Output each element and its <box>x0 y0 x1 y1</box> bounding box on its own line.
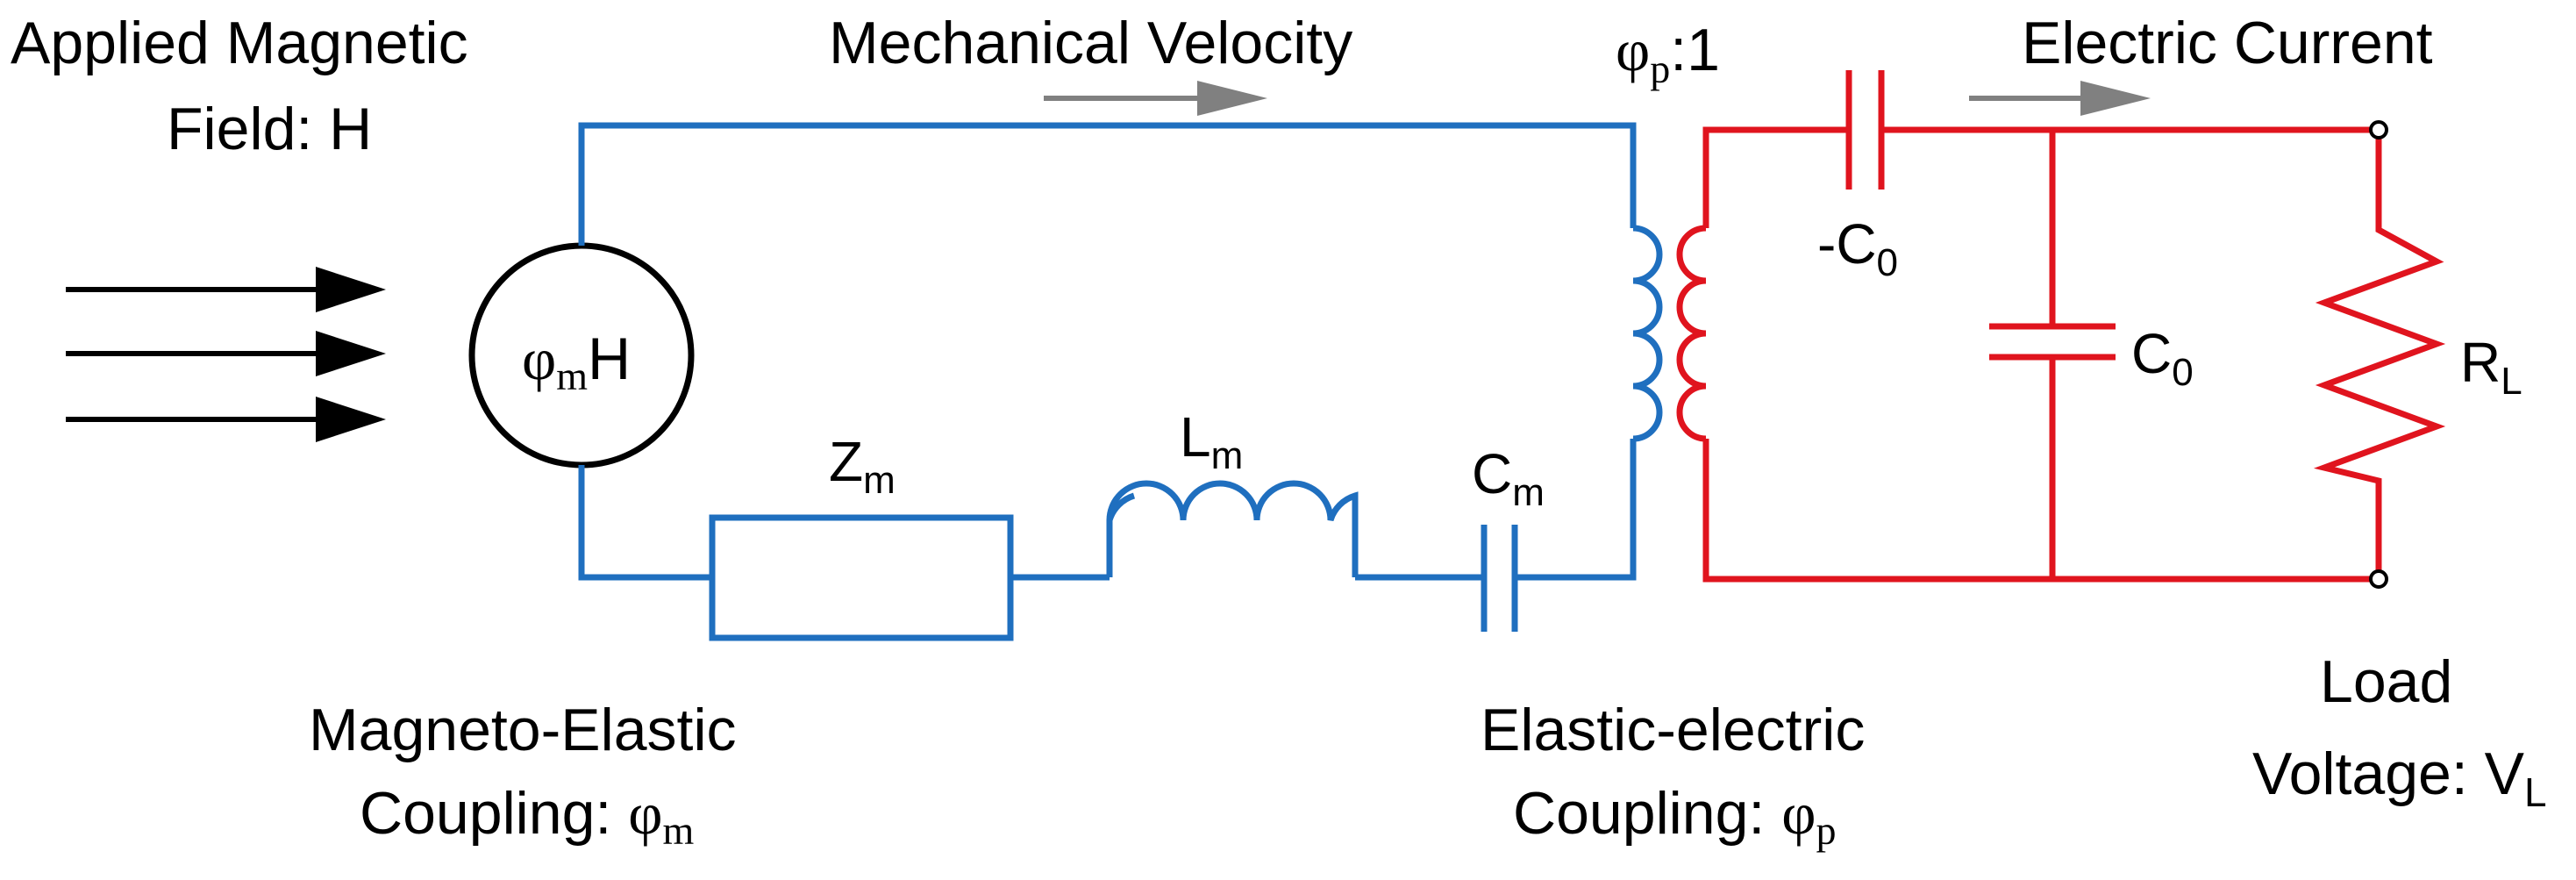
magnetic-field-arrows <box>66 267 386 442</box>
mechanical-top-wire <box>578 122 1637 246</box>
electrical-loop <box>1676 70 2446 589</box>
magneto-elastic-label-line1: Magneto-Elastic <box>309 697 737 763</box>
elastic-electric-label-line2: Coupling: φp <box>1513 780 1836 853</box>
turns-ratio-label: φp:1 <box>1616 17 1720 91</box>
lm-inductor-lead <box>1106 492 1136 522</box>
field-arrow-2-head <box>316 331 386 376</box>
load-voltage-label-line2: Voltage: VL <box>2252 740 2547 815</box>
applied-field-label-line1: Applied Magnetic <box>11 10 468 76</box>
load-terminal-top <box>2369 120 2388 140</box>
current-arrow-head <box>2080 81 2151 116</box>
lm-inductor <box>1106 480 1359 577</box>
c0-label: C0 <box>2131 322 2194 394</box>
cm-label: Cm <box>1472 442 1545 514</box>
rl-label: RL <box>2460 331 2522 403</box>
rl-resistor <box>2313 130 2446 579</box>
cm-to-transformer-wire <box>1515 439 1637 581</box>
zm-impedance-box <box>709 514 1014 641</box>
source-label: φmH <box>522 326 631 398</box>
transformer-primary-coil <box>1632 225 1663 442</box>
bottom-rail-wire <box>1702 439 2379 583</box>
lm-label: Lm <box>1180 405 1243 477</box>
magneto-elastic-label-line2: Coupling: φm <box>360 780 694 853</box>
secondary-top-wire <box>1702 126 1849 228</box>
mechanical-loop <box>578 122 1663 641</box>
electric-current-label: Electric Current <box>2022 10 2433 76</box>
transformer-secondary-coil <box>1676 225 1707 442</box>
neg-c0-label: -C0 <box>1817 212 1898 284</box>
load-voltage-label-line1: Load <box>2320 648 2452 715</box>
zm-label: Zm <box>829 430 896 502</box>
velocity-arrow-head <box>1197 81 1267 116</box>
applied-field-label-line2: Field: H <box>167 96 372 162</box>
load-terminal-bottom <box>2369 569 2388 589</box>
field-arrow-3-head <box>316 397 386 442</box>
elastic-electric-label-line1: Elastic-electric <box>1481 697 1865 763</box>
mechanical-velocity-label: Mechanical Velocity <box>829 10 1352 76</box>
mechanical-bottom-left-wire <box>578 465 712 581</box>
field-arrow-1-head <box>316 267 386 312</box>
